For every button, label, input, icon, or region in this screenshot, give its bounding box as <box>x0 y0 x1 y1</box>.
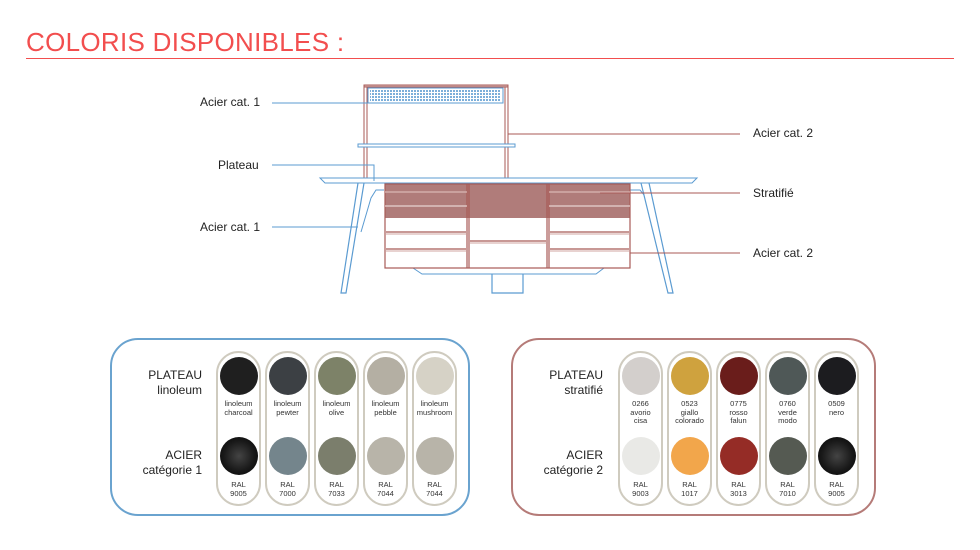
swatch-ral-7044[interactable] <box>416 437 454 475</box>
swatch-linoleum-olive[interactable] <box>318 357 356 395</box>
laminate-color-panel: PLATEAU stratifié ACIER catégorie 2 0266… <box>511 338 876 516</box>
row-label-plateau: PLATEAU stratifié <box>549 368 603 397</box>
swatch-linoleum-pebble[interactable] <box>367 357 405 395</box>
swatch-ral-9003[interactable] <box>622 437 660 475</box>
callout-cabinet-frame: Acier cat. 2 <box>753 246 814 260</box>
callout-mesh-panel: Acier cat. 1 <box>200 95 261 109</box>
row-label-acier: ACIER catégorie 2 <box>543 448 603 477</box>
row-label-plateau: PLATEAU linoleum <box>148 368 202 397</box>
swatch-ral-9005[interactable] <box>818 437 856 475</box>
swatch-ral-7010[interactable] <box>769 437 807 475</box>
swatch-0509-nero[interactable] <box>818 357 856 395</box>
title-underline <box>26 58 954 59</box>
swatch-linoleum-charcoal[interactable] <box>220 357 258 395</box>
swatch-ral-1017[interactable] <box>671 437 709 475</box>
swatch-0760-verde-modo[interactable] <box>769 357 807 395</box>
swatch-0775-rosso-falun[interactable] <box>720 357 758 395</box>
row-label-acier: ACIER catégorie 1 <box>142 448 202 477</box>
swatch-0523-giallo-colorado[interactable] <box>671 357 709 395</box>
swatch-linoleum-mushroom[interactable] <box>416 357 454 395</box>
linoleum-color-panel: PLATEAU linoleum ACIER catégorie 1 linol… <box>110 338 470 516</box>
swatch-ral-3013[interactable] <box>720 437 758 475</box>
swatch-ral-9005[interactable] <box>220 437 258 475</box>
page-title: COLORIS DISPONIBLES : <box>26 27 345 57</box>
swatch-ral-7033[interactable] <box>318 437 356 475</box>
desk-technical-drawing <box>272 84 740 294</box>
callout-legs: Acier cat. 1 <box>200 220 261 234</box>
swatch-ral-7000[interactable] <box>269 437 307 475</box>
swatch-ral-7044[interactable] <box>367 437 405 475</box>
callout-laminate: Stratifié <box>753 186 794 200</box>
swatch-linoleum-pewter[interactable] <box>269 357 307 395</box>
callout-plateau: Plateau <box>218 158 259 172</box>
swatch-0266-avorio-cisa[interactable] <box>622 357 660 395</box>
callout-hutch-frame: Acier cat. 2 <box>753 126 814 140</box>
